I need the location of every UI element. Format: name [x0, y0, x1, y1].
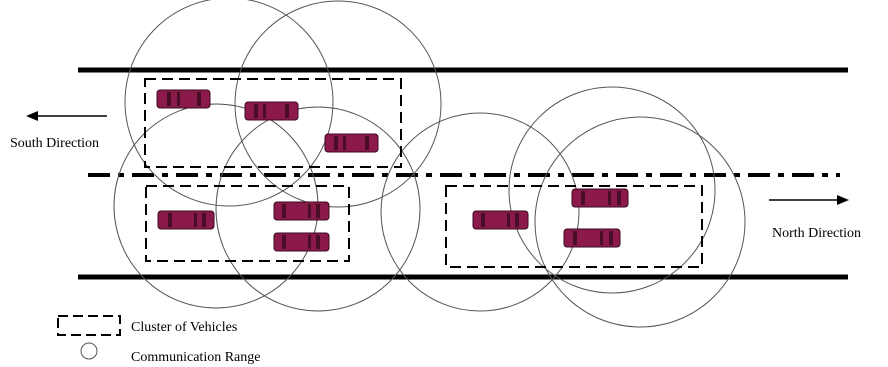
legend: Cluster of Vehicles Communication Range: [57, 315, 260, 365]
vehicle: [324, 133, 379, 153]
vehicle: [563, 228, 621, 248]
cluster-box-north-right: [445, 185, 703, 268]
range-circle: [124, 0, 334, 207]
cluster-box-north-left: [145, 185, 350, 262]
circle-icon: [80, 342, 98, 360]
vehicle: [273, 232, 330, 252]
arrow-left-icon: [26, 111, 107, 121]
vehicle: [472, 210, 529, 230]
legend-cluster-label: Cluster of Vehicles: [131, 320, 237, 335]
range-circle: [234, 0, 442, 208]
cluster-box-south: [144, 78, 402, 168]
legend-range-label: Communication Range: [131, 350, 260, 365]
vehicle: [571, 188, 629, 208]
vehicle: [157, 210, 215, 230]
south-direction-label: South Direction: [10, 136, 99, 151]
clusters: [144, 78, 703, 268]
north-direction-label: North Direction: [772, 226, 861, 241]
vehicle: [156, 89, 211, 109]
vehicle: [273, 201, 330, 221]
range-circle: [508, 86, 716, 294]
vehicle: [244, 101, 299, 121]
range-circle: [534, 116, 746, 328]
range-circle: [380, 112, 580, 312]
arrow-right-icon: [769, 195, 849, 205]
vehicles: [156, 89, 629, 252]
dashed-rectangle-icon: [57, 315, 121, 336]
range-circle: [215, 106, 421, 312]
